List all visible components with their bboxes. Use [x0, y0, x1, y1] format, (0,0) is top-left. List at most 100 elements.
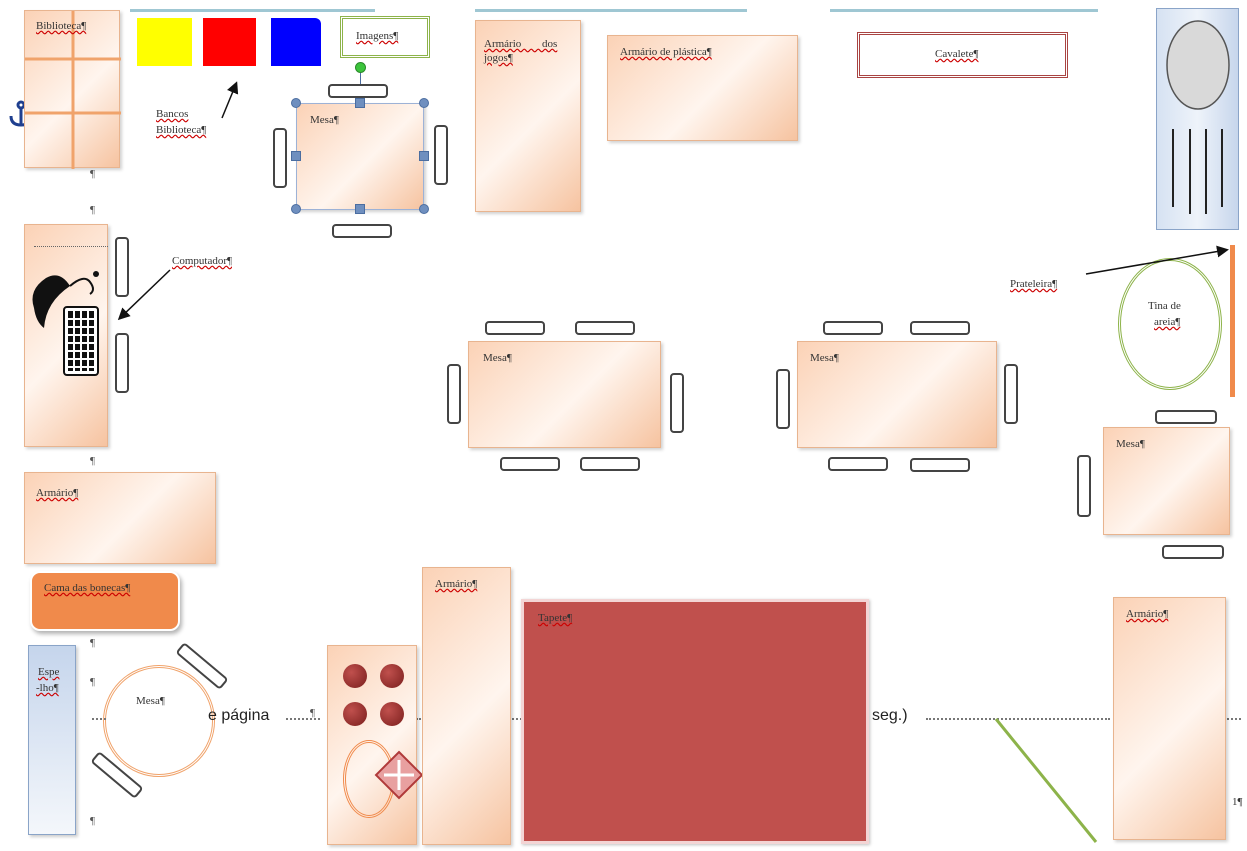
header-rule-3 [830, 9, 1098, 12]
resize-handle-w[interactable] [291, 151, 301, 161]
chair[interactable] [1004, 364, 1018, 424]
biblioteca-shelf[interactable] [24, 10, 121, 169]
sink[interactable] [1156, 8, 1239, 230]
chair[interactable] [434, 125, 448, 185]
chair[interactable] [670, 373, 684, 433]
armario-right[interactable] [1113, 597, 1226, 840]
bancos-label-line1: Bancos [156, 108, 189, 120]
resize-handle-nw[interactable] [291, 98, 301, 108]
tapete[interactable] [521, 599, 869, 844]
espelho[interactable] [28, 645, 76, 835]
armario-jogos-label-1: Armário dos [484, 38, 558, 50]
resize-handle-ne[interactable] [419, 98, 429, 108]
pilcrow: ¶ [90, 455, 95, 467]
mesa-center-left-label: Mesa¶ [483, 352, 512, 364]
pilcrow: ¶ [310, 707, 315, 719]
chair[interactable] [828, 457, 888, 471]
tina-label-1: Tina de [1148, 300, 1181, 312]
computador-label: Computador¶ [172, 255, 232, 267]
imagens-label: Imagens¶ [356, 30, 399, 42]
chair[interactable] [1077, 455, 1091, 517]
imagens-frame[interactable] [340, 16, 430, 58]
mesa-top-label: Mesa¶ [310, 114, 339, 126]
pilcrow: ¶ [90, 676, 95, 688]
rotation-handle[interactable] [355, 62, 366, 73]
yellow-bench[interactable] [137, 18, 192, 66]
chair[interactable] [823, 321, 883, 335]
dotted-leader [1227, 718, 1241, 720]
chair[interactable] [115, 333, 129, 393]
espelho-label-1: Espe [38, 666, 60, 678]
ball-icon [380, 664, 404, 688]
armario-plastica[interactable] [607, 35, 798, 141]
mesa-right-label: Mesa¶ [1116, 438, 1145, 450]
chair[interactable] [575, 321, 635, 335]
dotted-line [34, 246, 108, 247]
keyboard-icon [63, 306, 99, 376]
ball-icon [343, 702, 367, 726]
dotted-leader [512, 718, 522, 720]
header-rule-2 [475, 9, 747, 12]
resize-handle-e[interactable] [419, 151, 429, 161]
chair[interactable] [485, 321, 545, 335]
pilcrow: ¶ [90, 815, 95, 827]
chair[interactable] [580, 457, 640, 471]
resize-handle-sw[interactable] [291, 204, 301, 214]
espelho-label-2: -lho¶ [36, 682, 59, 694]
resize-handle-s[interactable] [355, 204, 365, 214]
prateleira[interactable] [1230, 245, 1235, 397]
armario-mid-label: Armário¶ [435, 578, 478, 590]
chair[interactable] [332, 224, 392, 238]
bg-text-seg: seg.) [872, 707, 908, 724]
cavalete-label: Cavalete¶ [935, 48, 979, 60]
blue-bench[interactable] [271, 18, 321, 66]
chair[interactable] [1162, 545, 1224, 559]
pilcrow: ¶ [90, 637, 95, 649]
pilcrow: ¶ [90, 204, 95, 216]
pilcrow: ¶ [90, 168, 95, 180]
mesa-round-label: Mesa¶ [136, 695, 165, 707]
armario-left-label: Armário¶ [36, 487, 79, 499]
armario-left[interactable] [24, 472, 216, 564]
armario-mid[interactable] [422, 567, 511, 845]
computer-mouse-icon [26, 268, 106, 330]
resize-handle-n[interactable] [355, 98, 365, 108]
mesa-center-right[interactable] [797, 341, 997, 448]
dotted-leader [286, 718, 320, 720]
resize-handle-se[interactable] [419, 204, 429, 214]
armario-right-label: Armário¶ [1126, 608, 1169, 620]
chair[interactable] [328, 84, 388, 98]
move-cursor-icon [374, 750, 424, 800]
biblioteca-label: Biblioteca¶ [36, 20, 87, 32]
chair[interactable] [115, 237, 129, 297]
mesa-center-right-label: Mesa¶ [810, 352, 839, 364]
bancos-label-line2: Biblioteca¶ [156, 124, 207, 136]
armario-plastica-label: Armário de plástica¶ [620, 46, 712, 58]
cama-bonecas[interactable] [30, 571, 180, 631]
ball-icon [343, 664, 367, 688]
bg-text-pagina: e página [208, 707, 270, 724]
chair[interactable] [1155, 410, 1217, 424]
page-number: 1¶ [1232, 796, 1243, 808]
mesa-center-left[interactable] [468, 341, 661, 448]
prateleira-label: Prateleira¶ [1010, 278, 1058, 290]
armario-jogos-label-2: jogos¶ [484, 52, 513, 64]
chair[interactable] [273, 128, 287, 188]
arrow-bancos [221, 81, 239, 119]
cavalete[interactable] [857, 32, 1068, 78]
tina-label-2: areia¶ [1154, 316, 1181, 328]
red-bench[interactable] [203, 18, 256, 66]
dotted-leader [416, 718, 424, 720]
cama-bonecas-label: Cama das bonecas¶ [44, 582, 131, 594]
mesa-right[interactable] [1103, 427, 1230, 535]
chair[interactable] [776, 369, 790, 429]
ball-icon [380, 702, 404, 726]
chair[interactable] [910, 321, 970, 335]
header-rule-1 [130, 9, 375, 12]
chair[interactable] [447, 364, 461, 424]
chair[interactable] [500, 457, 560, 471]
green-diagonal-line [994, 718, 1098, 843]
armario-jogos[interactable] [475, 20, 581, 212]
mesa-round[interactable] [103, 665, 215, 777]
chair[interactable] [910, 458, 970, 472]
